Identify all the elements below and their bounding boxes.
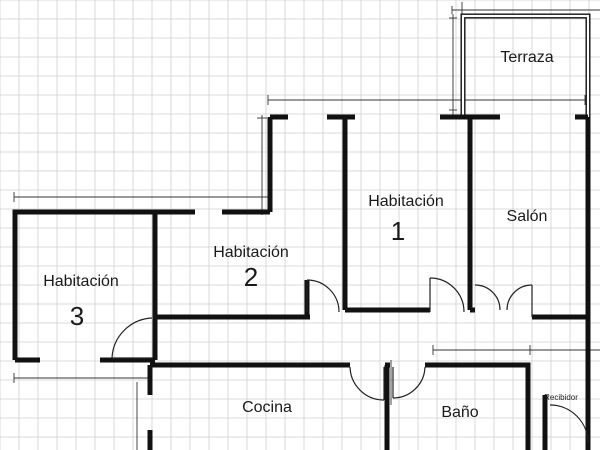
room-number-habitacion-1: 1 (391, 216, 405, 246)
door-bano (392, 366, 426, 399)
room-label-habitacion-1: Habitación (368, 193, 444, 210)
door-hab3 (111, 317, 153, 359)
walls (12, 13, 591, 450)
door-salon-left (474, 284, 501, 311)
room-labels: Terraza Salón Habitación 1 Habitación 2 … (43, 49, 578, 421)
room-label-bano: Baño (441, 404, 478, 421)
room-label-terraza: Terraza (500, 49, 553, 66)
wall-hab3 (12, 209, 165, 360)
wall-terraza (460, 13, 591, 117)
room-label-habitacion-3: Habitación (43, 273, 119, 290)
door-cocina (349, 366, 385, 401)
door-hab1 (429, 277, 465, 313)
dimension-lines (13, 2, 600, 450)
door-hab2 (306, 279, 340, 313)
room-label-cocina: Cocina (242, 399, 292, 416)
door-salon-right (506, 284, 533, 311)
door-recibidor (549, 404, 589, 444)
room-number-habitacion-3: 3 (70, 301, 84, 331)
room-label-salon: Salón (507, 208, 548, 225)
room-label-habitacion-2: Habitación (213, 244, 289, 261)
wall-bano (425, 362, 531, 450)
room-label-recibidor: Recibidor (544, 393, 578, 402)
room-number-habitacion-2: 2 (244, 262, 258, 292)
doors (111, 277, 589, 444)
